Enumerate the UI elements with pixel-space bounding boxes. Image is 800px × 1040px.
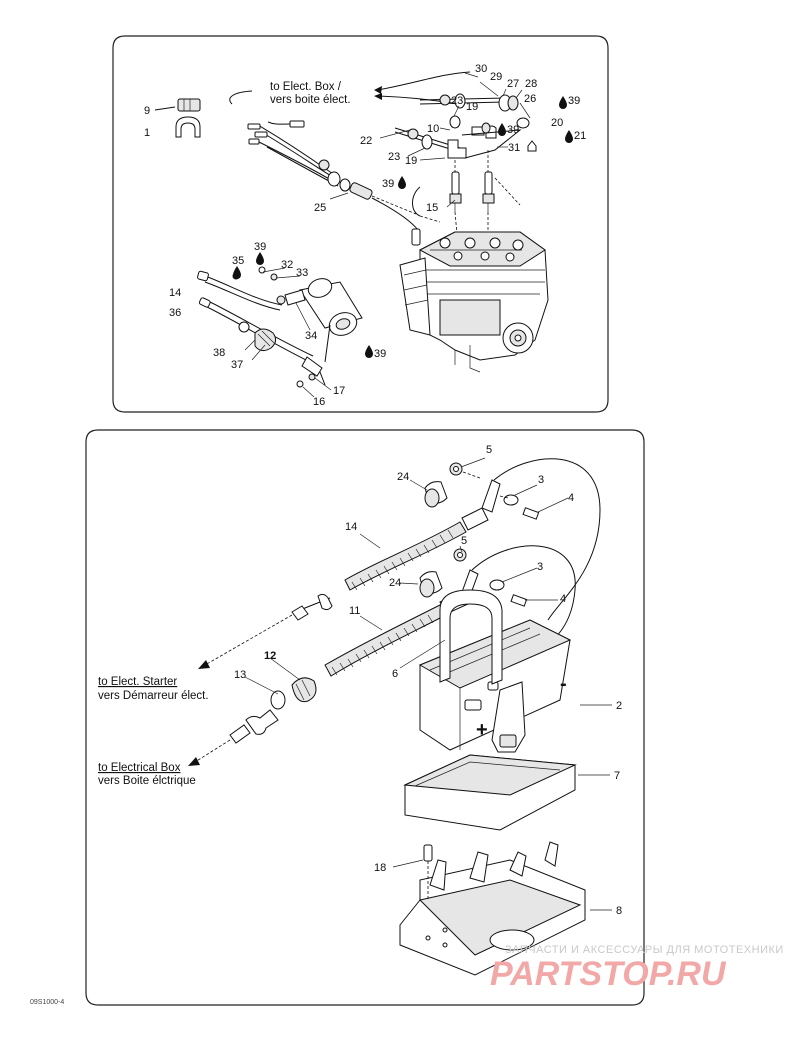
callout-34: 34 — [305, 330, 317, 342]
callout-11: 11 — [349, 605, 360, 617]
callout-31: 31 — [508, 142, 520, 154]
battery-tray-pad — [403, 754, 577, 831]
bottom-callouts: 5 24 3 4 14 5 3 24 4 11 6 12 13 2 7 18 8 — [234, 444, 622, 917]
callout-1: 1 — [144, 127, 150, 139]
terminal-hardware-lower — [419, 548, 528, 607]
top-panel: 9 1 30 29 27 28 26 39 23 19 10 39 20 22 … — [112, 35, 609, 413]
terminal-hardware-upper — [424, 462, 540, 520]
callout-9: 9 — [144, 105, 150, 117]
wiring-harness — [247, 120, 421, 246]
note-box-fr: vers Boite élctrique — [98, 775, 196, 787]
watermark-tagline: ЗАПЧАСТИ И АКСЕССУАРЫ ДЛЯ МОТОТЕХНИКИ — [505, 944, 784, 956]
top-callouts: 9 1 30 29 27 28 26 39 23 19 10 39 20 22 … — [144, 63, 586, 408]
callout-23a: 23 — [451, 95, 463, 107]
positive-terminal-sign: + — [476, 719, 488, 741]
drop-icon — [365, 345, 373, 358]
callout-39d: 39 — [254, 241, 266, 253]
callout-24a: 24 — [397, 471, 409, 483]
negative-terminal-sign: - — [560, 673, 567, 695]
battery-cable-positive — [291, 458, 601, 621]
callout-13: 13 — [234, 669, 246, 681]
callout-5b: 5 — [461, 535, 467, 547]
callout-35: 35 — [232, 255, 244, 267]
callout-24b: 24 — [389, 577, 401, 589]
callout-16: 16 — [313, 396, 325, 408]
callout-15: 15 — [426, 202, 438, 214]
callout-8: 8 — [616, 905, 622, 917]
loctite-drop-icons — [233, 96, 573, 358]
callout-7: 7 — [614, 770, 620, 782]
callout-3b: 3 — [537, 561, 543, 573]
note-starter-fr: vers Démarreur élect. — [98, 690, 209, 702]
callout-3a: 3 — [538, 474, 544, 486]
drop-icon — [559, 96, 567, 109]
battery-holder — [399, 841, 586, 976]
top-panel-frame — [112, 35, 609, 413]
spark-plugs — [371, 150, 521, 246]
callout-32: 32 — [281, 259, 293, 271]
callout-4b: 4 — [560, 593, 566, 605]
callout-25: 25 — [314, 202, 326, 214]
figure-reference: 09S1000-4 — [30, 999, 64, 1006]
callout-5a: 5 — [486, 444, 492, 456]
electric-starter — [197, 266, 363, 388]
callout-17: 17 — [333, 385, 345, 397]
callout-39a: 39 — [568, 95, 580, 107]
drop-icon — [233, 266, 241, 279]
callout-10: 10 — [427, 123, 439, 135]
callout-23b: 23 — [388, 151, 400, 163]
note-elect-box-fr: vers boite élect. — [270, 94, 351, 106]
callout-4a: 4 — [568, 492, 574, 504]
callout-20: 20 — [551, 117, 563, 129]
battery-cable-negative — [229, 545, 576, 744]
battery — [418, 589, 572, 753]
watermark-logo: PARTSTOP.RU — [490, 955, 727, 993]
fuse-holder-part — [154, 98, 201, 138]
callout-38: 38 — [213, 347, 225, 359]
note-starter-en: to Elect. Starter — [98, 676, 177, 688]
callout-21: 21 — [574, 130, 586, 142]
callout-12: 12 — [264, 650, 276, 662]
callout-37: 37 — [231, 359, 243, 371]
callout-30: 30 — [475, 63, 487, 75]
drop-icon — [398, 176, 406, 189]
bottom-leader-lines — [244, 457, 612, 911]
callout-19a: 19 — [466, 101, 478, 113]
callout-19b: 19 — [405, 155, 417, 167]
callout-14: 14 — [345, 521, 357, 533]
callout-29: 29 — [490, 71, 502, 83]
callout-33: 33 — [296, 267, 308, 279]
callout-22: 22 — [360, 135, 372, 147]
top-leader-lines — [244, 72, 531, 398]
callout-14: 14 — [169, 287, 181, 299]
callout-6: 6 — [392, 668, 398, 680]
bottom-arrows — [188, 614, 293, 766]
callout-18: 18 — [374, 862, 386, 874]
ignition-leads — [394, 93, 537, 159]
callout-39b: 39 — [507, 124, 519, 136]
drop-icon — [256, 252, 264, 265]
callout-36: 36 — [169, 307, 181, 319]
bottom-panel: 5 24 3 4 14 5 3 24 4 11 6 12 13 2 7 18 8… — [85, 429, 645, 1006]
note-elect-box-en: to Elect. Box / — [270, 81, 342, 93]
note-box-en: to Electrical Box — [98, 762, 181, 774]
callout-39c: 39 — [382, 178, 394, 190]
engine-assembly — [399, 231, 549, 373]
callout-27: 27 — [507, 78, 519, 90]
drop-icon — [498, 123, 506, 136]
watermark: ЗАПЧАСТИ И АКСЕССУАРЫ ДЛЯ МОТОТЕХНИКИ PA… — [490, 944, 784, 993]
callout-39e: 39 — [374, 348, 386, 360]
drop-icon — [565, 130, 573, 143]
bottom-panel-frame — [85, 429, 645, 1006]
callout-26: 26 — [524, 93, 536, 105]
callout-28: 28 — [525, 78, 537, 90]
callout-2: 2 — [616, 700, 622, 712]
